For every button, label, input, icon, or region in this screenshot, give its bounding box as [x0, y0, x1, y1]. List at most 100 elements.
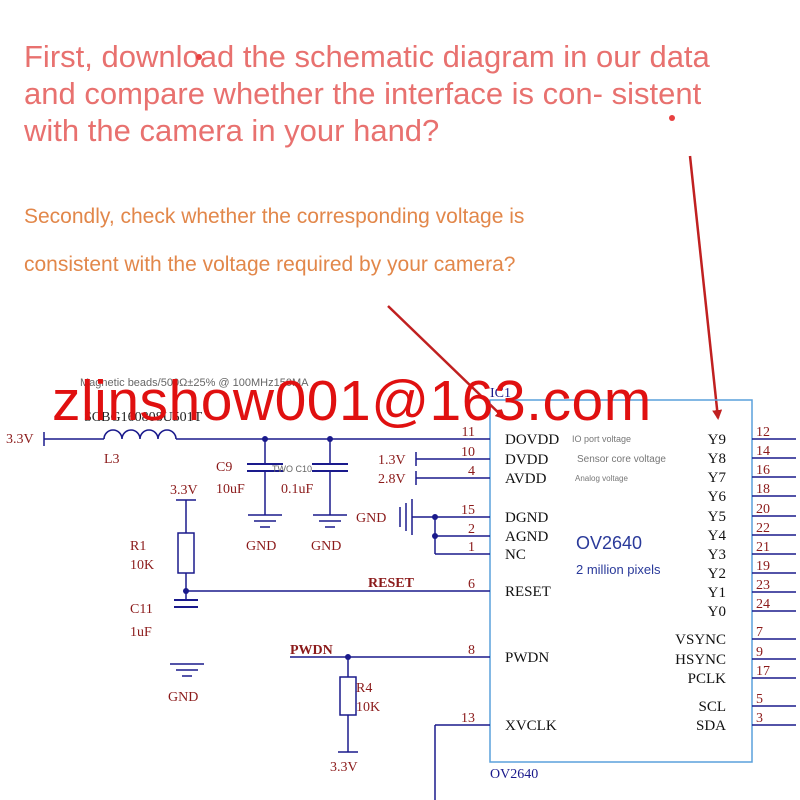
pin-name: VSYNC [675, 632, 726, 648]
pin-number: 6 [468, 577, 475, 592]
second-instruction-line1: Secondly, check whether the correspondin… [24, 205, 525, 228]
pin-number: 18 [756, 482, 770, 497]
ic-pin-y0: 24 Y0 [708, 597, 796, 620]
red-dot [196, 54, 202, 60]
bead-note: Magnetic beads/500Ω±25% @ 100MHz150MA [80, 377, 309, 389]
pin-name: AVDD [505, 471, 547, 487]
pin-number: 24 [756, 597, 770, 612]
avdd-supply-label: 2.8V [378, 472, 406, 487]
ic-pin-agnd: 2 AGND [468, 522, 548, 545]
pin-name: RESET [505, 584, 551, 600]
ic-pin-y9: 12 Y9 [708, 425, 796, 448]
c10-ref: TWO C10 [272, 464, 312, 474]
ic-pin-scl: 5 SCL [698, 692, 796, 715]
pin-number: 15 [461, 503, 475, 518]
pin-number: 22 [756, 521, 770, 536]
arrow-to-supply-pins [387, 305, 506, 420]
pin-number: 20 [756, 502, 770, 517]
inductor-l3 [103, 429, 177, 440]
pin-name: Y2 [708, 566, 726, 582]
pin-number: 16 [756, 463, 770, 478]
pin-name: Y8 [708, 451, 726, 467]
ic-pin-hsync: 9 HSYNC [675, 645, 796, 668]
r4-value: 10K [356, 700, 380, 715]
c11-ref: C11 [130, 602, 153, 617]
pin-number: 1 [468, 540, 475, 555]
pin-number: 8 [468, 643, 475, 658]
ic-pin-avdd: 4 AVDD [468, 464, 547, 487]
red-dot [669, 115, 675, 121]
pin-name: Y0 [708, 604, 726, 620]
pin-name: Y3 [708, 547, 726, 563]
pin-name: DGND [505, 510, 548, 526]
r1-supply-label: 3.3V [170, 483, 198, 498]
r4-ref: R4 [356, 681, 372, 696]
bead-part-number: SCBG160808U501T [84, 410, 203, 425]
resistor-r1 [177, 532, 195, 574]
ic-ref-label: IC1 [490, 386, 511, 401]
pin-number: 13 [461, 711, 475, 726]
pin-name: DVDD [505, 452, 548, 468]
c9-ref: C9 [216, 460, 232, 475]
pin-name: Y4 [708, 528, 727, 544]
ic-name: OV2640 [576, 533, 642, 553]
ic-pin-y3: 21 Y3 [708, 540, 796, 563]
ic-pin-y8: 14 Y8 [708, 444, 796, 467]
pin-number: 9 [756, 645, 763, 660]
pin-name: Y9 [708, 432, 726, 448]
ic-pin-y4: 22 Y4 [708, 521, 796, 544]
gnd-c11-label: GND [168, 690, 198, 705]
pin-name: XVCLK [505, 718, 557, 734]
pin-name: HSYNC [675, 652, 726, 668]
ic-pin-pclk: 17 PCLK [688, 664, 796, 687]
pin-name: Y6 [708, 489, 727, 505]
dvdd-supply-label: 1.3V [378, 453, 406, 468]
pin-number: 3 [756, 711, 763, 726]
pin-name: PCLK [688, 671, 727, 687]
pin-number: 10 [461, 445, 475, 460]
intro-instruction: First, download the schematic diagram in… [24, 39, 710, 148]
pin-name: SCL [698, 699, 726, 715]
resistor-r4 [339, 676, 357, 716]
pin-number: 11 [462, 425, 475, 440]
arrow-to-data-pins [688, 155, 723, 420]
c9-value: 10uF [216, 482, 245, 497]
pin-number: 4 [468, 464, 475, 479]
ic-pin-dgnd: 15 DGND [461, 503, 548, 526]
ic-pin-y7: 16 Y7 [708, 463, 796, 486]
pin-number: 21 [756, 540, 770, 555]
watermark-email: zlinshow001@163.com [52, 369, 652, 433]
ic-pin-reset: 6 RESET [468, 577, 551, 600]
pin-name: AGND [505, 529, 548, 545]
inductor-ref: L3 [104, 452, 120, 467]
supply-main-label: 3.3V [6, 432, 34, 447]
pwdn-net-label: PWDN [290, 643, 333, 658]
pin-name: DOVDD [505, 432, 559, 448]
pin-number: 17 [756, 664, 770, 679]
r1-value: 10K [130, 558, 154, 573]
ic-pin-y6: 18 Y6 [708, 482, 796, 505]
c11-value: 1uF [130, 625, 152, 640]
pin-number: 2 [468, 522, 475, 537]
gnd-c10-label: GND [311, 539, 341, 554]
second-instruction-line2: consistent with the voltage required by … [24, 253, 516, 276]
note-io-voltage: IO port voltage [572, 434, 631, 444]
pin-number: 14 [756, 444, 770, 459]
pin-name: Y1 [708, 585, 726, 601]
ic-body [489, 399, 753, 763]
pin-name: Y5 [708, 509, 726, 525]
ic-pin-y5: 20 Y5 [708, 502, 796, 525]
pin-number: 5 [756, 692, 763, 707]
pin-number: 23 [756, 578, 770, 593]
r4-supply-label: 3.3V [330, 760, 358, 775]
pin-number: 12 [756, 425, 770, 440]
pin-name: Y7 [708, 470, 727, 486]
ic-description: 2 million pixels [576, 562, 661, 577]
